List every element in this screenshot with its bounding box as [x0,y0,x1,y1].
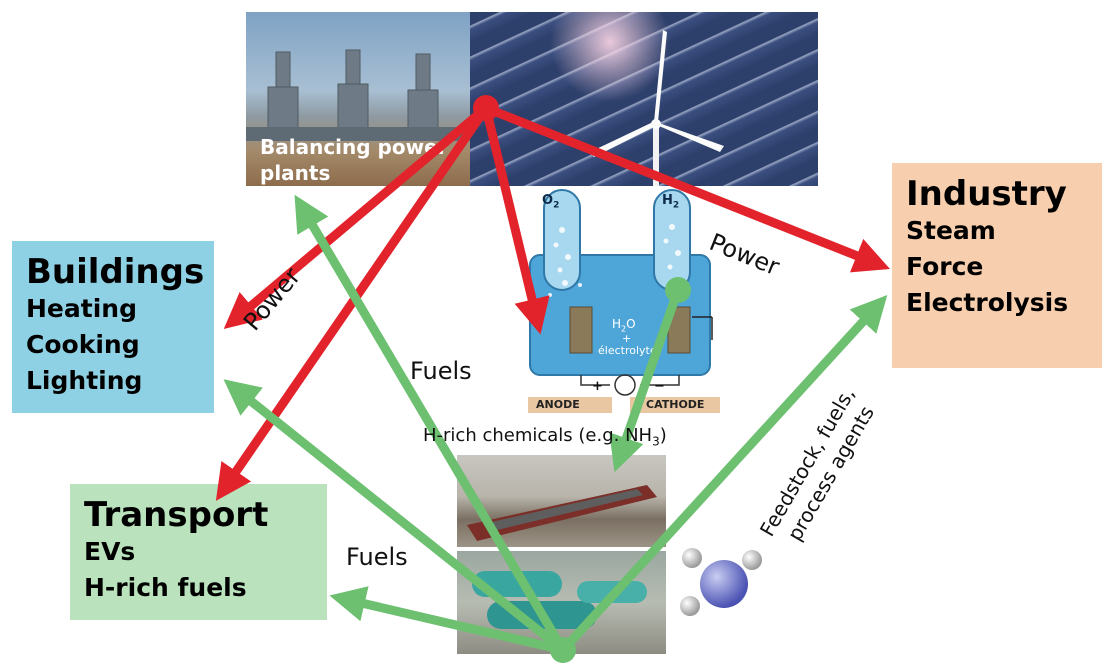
transport-box: Transport EVs H-rich fuels [70,484,327,620]
electrolyzer-diagram: O2 H2 H2O + électrolyte + − ANODE CATHOD… [520,185,720,413]
power-plants-caption-line2: plants [260,161,331,185]
buildings-item: Lighting [26,366,143,395]
fuel-source-node [550,637,576,663]
fuels-label-center: Fuels [410,357,472,385]
industry-box: Industry Steam Force Electrolysis [892,163,1102,368]
transport-title: Transport [84,495,269,535]
h2-subscript: 2 [672,200,680,211]
fuels-label-bottom: Fuels [346,543,408,571]
electrolyte-label: électrolyte [598,344,657,357]
h-rich-chemicals-label: H-rich chemicals (e.g. NH3) [423,425,667,449]
hydrogen-arrow-barge [609,285,683,473]
industry-item: Steam [906,216,996,245]
buildings-box: Buildings Heating Cooking Lighting [12,241,214,413]
fuel-arrow-industry [558,295,888,655]
hydrogen-source-node [665,277,691,303]
h2o-tail: O [626,317,636,331]
plus-label: + [622,332,632,345]
buildings-title: Buildings [26,252,205,292]
fuel-arrow-power-plants [294,194,568,655]
h2-label: H2 [662,193,679,211]
h2-symbol: H [662,193,673,208]
wind-turbine-illustration [550,12,724,186]
industry-title: Industry [906,174,1067,214]
industry-item: Electrolysis [906,288,1069,317]
o2-subscript: 2 [553,200,560,211]
transport-item: H-rich fuels [84,573,247,602]
industry-item: Force [906,252,984,281]
o2-symbol: O [542,193,554,208]
buildings-item: Heating [26,294,137,323]
h2o-symbol: H [612,317,622,331]
power-plant-illustration [246,49,470,141]
h-rich-chemicals-close: ) [659,425,667,446]
power-arrow-buildings [223,103,491,329]
h2o-label: H2O [612,317,636,333]
fuel-arrow-transport [329,586,568,655]
transport-item: EVs [84,537,136,566]
buildings-item: Cooking [26,330,140,359]
fuel-arrow-buildings [223,379,568,655]
power-arrow-industry [481,103,891,273]
barge-illustration [467,485,657,541]
power-plants-photo [246,12,470,186]
positive-terminal: + [592,379,603,394]
power-arrow-electrolyzer [481,103,550,335]
storage-tanks-photo [457,551,666,654]
h-rich-chemicals-subscript: 3 [652,434,660,449]
cathode-label: CATHODE [646,398,705,411]
negative-terminal: − [654,379,665,394]
solar-wind-photo [470,12,818,186]
o2-label: O2 [542,193,559,211]
h-rich-chemicals-text: H-rich chemicals (e.g. NH [423,425,653,446]
power-plants-caption-line1: Balancing power [260,135,448,159]
ammonia-molecule-icon [680,548,762,616]
anode-label: ANODE [536,398,580,411]
power-source-node [473,95,499,121]
h2o-subscript: 2 [621,324,627,334]
electrolysis-cell [528,189,720,413]
